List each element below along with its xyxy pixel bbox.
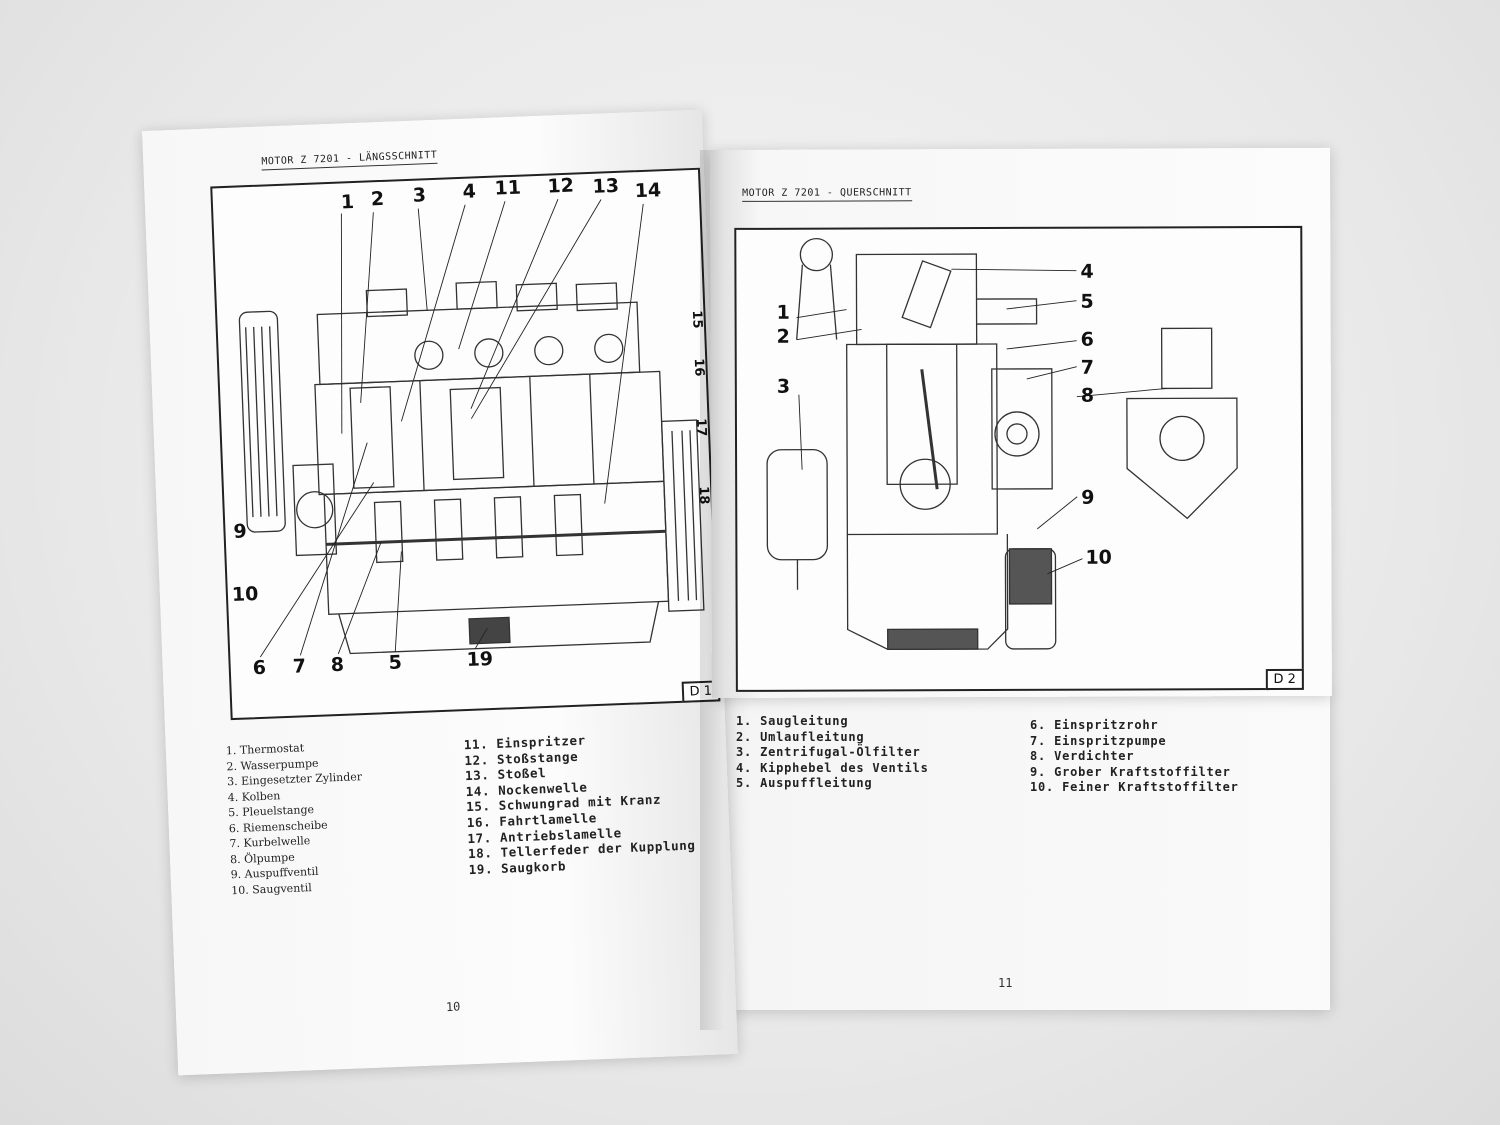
callout-6: 6: [252, 656, 267, 680]
left-page-heading: MOTOR Z 7201 - LÄNGSSCHNITT: [261, 149, 438, 171]
callout-19: 19: [466, 648, 494, 672]
legend-item: 3. Zentrifugal-Ölfilter: [736, 745, 921, 760]
legend-item: 6. Einspritzrohr: [1030, 718, 1159, 732]
engine-cross-section-figure: 1 2 3 4 5 6 7 8 9 10 D 2: [734, 225, 1304, 692]
legend-item: 2. Umlaufleitung: [736, 729, 865, 744]
xs-callout-2: 2: [776, 325, 790, 348]
legend-left-col1: 1. Thermostat 2. Wasserpumpe 3. Eingeset…: [226, 738, 367, 898]
callout-12: 12: [547, 174, 575, 198]
right-page-lower: [700, 690, 1330, 1010]
xs-callout-3: 3: [776, 375, 791, 398]
xs-callout-10: 10: [1085, 546, 1112, 569]
engine-longitudinal-figure: 1 2 3 4 11 12 13 14 9 10 6 7 8 5 19 15 1…: [210, 167, 721, 721]
legend-item: 9. Grober Kraftstoffilter: [1030, 764, 1231, 779]
page-number-right: 11: [998, 976, 1013, 990]
legend-left-col2: 11. Einspritzer 12. Stoßstange 13. Stoße…: [464, 728, 697, 877]
xs-callout-8: 8: [1080, 384, 1095, 407]
engine-cross-section-drawing: [766, 237, 1238, 651]
xs-callout-5: 5: [1080, 290, 1094, 313]
book-gutter-shadow: [700, 150, 724, 1030]
callout-7: 7: [292, 655, 307, 678]
right-page-heading: MOTOR Z 7201 - QUERSCHNITT: [742, 187, 912, 202]
figure-code-d2: D 2: [1265, 668, 1304, 691]
callout-10: 10: [231, 582, 259, 606]
callout-4: 4: [462, 180, 477, 203]
callout-13: 13: [592, 174, 620, 198]
right-page: MOTOR Z 7201 - QUERSCHNITT: [710, 147, 1332, 698]
xs-callout-9: 9: [1081, 486, 1095, 509]
legend-right-col1: 1. Saugleitung 2. Umlaufleitung 3. Zentr…: [736, 714, 929, 792]
xs-callout-6: 6: [1080, 328, 1094, 351]
callout-9: 9: [233, 520, 248, 543]
page-number-left: 10: [445, 999, 461, 1015]
legend-item: 10. Feiner Kraftstoffilter: [1030, 780, 1239, 795]
callout-11: 11: [494, 176, 522, 200]
legend-item: 1. Saugleitung: [736, 714, 849, 728]
legend-item: 7. Einspritzpumpe: [1030, 733, 1167, 748]
callout-2: 2: [370, 187, 385, 211]
legend-item: 4. Kipphebel des Ventils: [736, 760, 929, 775]
callout-3: 3: [412, 184, 427, 207]
callout-14: 14: [634, 179, 662, 203]
callout-1: 1: [340, 191, 355, 214]
callout-8: 8: [330, 653, 345, 677]
xs-callout-7: 7: [1080, 356, 1095, 379]
xs-callout-4: 4: [1080, 260, 1094, 283]
legend-item: 5. Auspuffleitung: [736, 776, 873, 791]
legend-right-col2: 6. Einspritzrohr 7. Einspritzpumpe 8. Ve…: [1030, 718, 1239, 796]
engine-longitudinal-drawing: [238, 199, 705, 658]
legend-item: 8. Verdichter: [1030, 749, 1135, 764]
callout-5: 5: [388, 651, 403, 675]
xs-callout-1: 1: [776, 301, 790, 324]
left-page: MOTOR Z 7201 - LÄNGSSCHNITT: [142, 109, 738, 1076]
